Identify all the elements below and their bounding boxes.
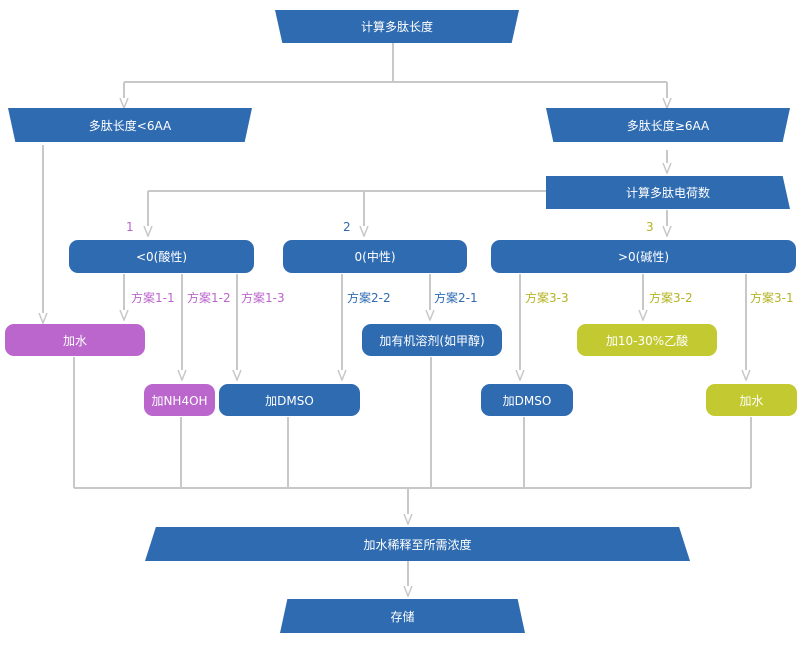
add-dmso-1-label: 加DMSO bbox=[265, 393, 314, 408]
add-water-left-node: 加水 bbox=[5, 324, 145, 356]
add-nh4oh-node: 加NH4OH bbox=[144, 384, 215, 416]
short-peptide-node: 多肽长度<6AA bbox=[8, 108, 252, 142]
scheme-2-1-label: 方案2-1 bbox=[434, 291, 478, 305]
add-organic-label: 加有机溶剂(如甲醇) bbox=[379, 333, 485, 348]
calc-charge-node: 计算多肽电荷数 bbox=[546, 176, 790, 209]
calc-length-label: 计算多肽长度 bbox=[360, 20, 433, 34]
scheme-2-2-label: 方案2-2 bbox=[347, 291, 391, 305]
dilute-node: 加水稀释至所需浓度 bbox=[145, 527, 690, 561]
branch-number-1: 1 bbox=[126, 220, 134, 234]
long-peptide-label: 多肽长度≥6AA bbox=[626, 118, 710, 133]
basic-node: >0(碱性) bbox=[491, 240, 796, 273]
scheme-1-2-label: 方案1-2 bbox=[187, 291, 231, 305]
add-water-right-label: 加水 bbox=[739, 393, 764, 408]
branch-number-2: 2 bbox=[343, 220, 351, 234]
acidic-label: <0(酸性) bbox=[135, 250, 188, 264]
add-acetic-label: 加10-30%乙酸 bbox=[605, 333, 689, 348]
add-dmso-3-label: 加DMSO bbox=[502, 393, 552, 408]
add-water-left-label: 加水 bbox=[62, 333, 87, 348]
scheme-1-3-label: 方案1-3 bbox=[241, 291, 285, 305]
add-dmso-3-node: 加DMSO bbox=[481, 384, 573, 416]
basic-label: >0(碱性) bbox=[617, 250, 670, 264]
add-organic-node: 加有机溶剂(如甲醇) bbox=[362, 324, 502, 356]
add-nh4oh-label: 加NH4OH bbox=[151, 393, 208, 408]
store-node: 存储 bbox=[280, 599, 525, 633]
scheme-3-3-label: 方案3-3 bbox=[525, 291, 569, 305]
store-label: 存储 bbox=[390, 609, 415, 624]
scheme-1-1-label: 方案1-1 bbox=[131, 291, 175, 305]
neutral-node: 0(中性) bbox=[283, 240, 467, 273]
long-peptide-node: 多肽长度≥6AA bbox=[546, 108, 790, 142]
add-acetic-node: 加10-30%乙酸 bbox=[577, 324, 717, 356]
dilute-label: 加水稀释至所需浓度 bbox=[363, 537, 472, 552]
neutral-label: 0(中性) bbox=[354, 250, 396, 264]
calc-length-node: 计算多肽长度 bbox=[275, 10, 519, 43]
acidic-node: <0(酸性) bbox=[69, 240, 254, 273]
scheme-3-1-label: 方案3-1 bbox=[750, 291, 794, 305]
short-peptide-label: 多肽长度<6AA bbox=[88, 118, 172, 133]
branch-number-3: 3 bbox=[646, 220, 654, 234]
add-water-right-node: 加水 bbox=[706, 384, 797, 416]
calc-charge-label: 计算多肽电荷数 bbox=[625, 186, 710, 200]
scheme-3-2-label: 方案3-2 bbox=[649, 291, 693, 305]
add-dmso-1-node: 加DMSO bbox=[219, 384, 360, 416]
